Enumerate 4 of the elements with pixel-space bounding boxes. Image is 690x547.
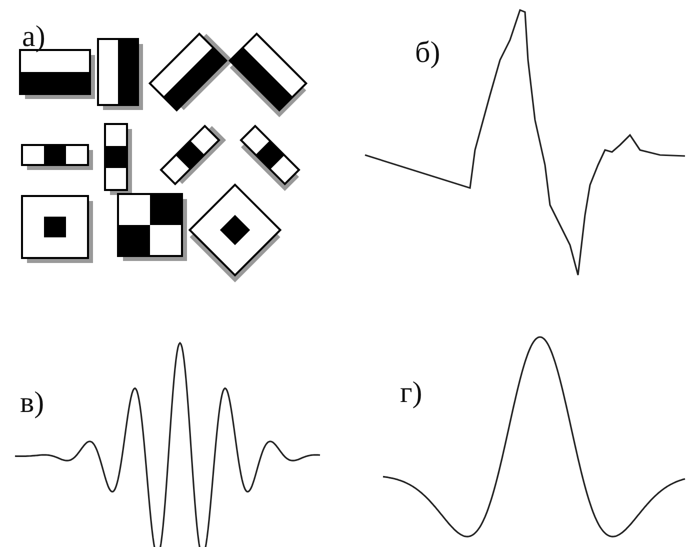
panel-label: а) <box>22 22 46 52</box>
panel-label: б) <box>415 38 440 68</box>
panel-label: г) <box>400 378 422 408</box>
panel-label: в) <box>20 388 44 418</box>
